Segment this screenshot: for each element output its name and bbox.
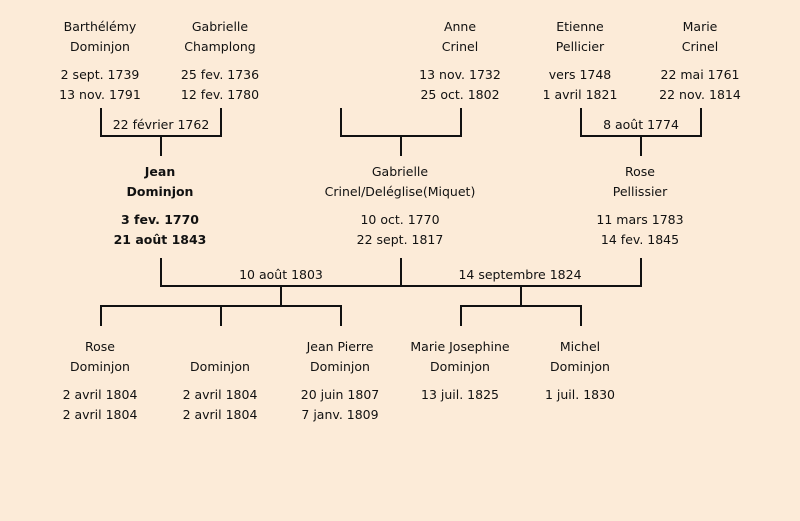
death-date: 2 avril 1804 <box>182 407 258 422</box>
first-name: Jean Pierre <box>306 339 374 354</box>
last-name: Dominjon <box>126 184 194 199</box>
life-dates: 1 juil. 1830 <box>500 385 660 425</box>
death-date: 7 janv. 1809 <box>301 407 379 422</box>
last-name: Crinel <box>681 39 719 54</box>
last-name: Champlong <box>184 39 256 54</box>
last-name: Dominjon <box>550 359 610 374</box>
last-name: Crinel <box>441 39 479 54</box>
death-date: 2 avril 1804 <box>62 407 138 422</box>
first-name: Barthélémy <box>63 19 137 34</box>
connector-crinel <box>340 108 462 156</box>
death-date: 21 août 1843 <box>113 232 207 247</box>
marriage-date: 14 septembre 1824 <box>458 267 582 282</box>
last-name: Dominjon <box>70 39 130 54</box>
last-name: Dominjon <box>70 359 130 374</box>
birth-date: 3 fev. 1770 <box>121 212 199 227</box>
marriage-date: 22 février 1762 <box>112 117 210 132</box>
life-dates: 11 mars 1783 14 fev. 1845 <box>560 210 720 250</box>
death-date: 14 fev. 1845 <box>600 232 680 247</box>
birth-date: 2 avril 1804 <box>182 387 258 402</box>
life-dates: 25 fev. 1736 12 fev. 1780 <box>140 65 300 105</box>
life-dates: vers 1748 1 avril 1821 <box>500 65 660 105</box>
marriage-date: 8 août 1774 <box>603 117 679 132</box>
life-dates: 3 fev. 1770 21 août 1843 <box>80 210 240 250</box>
last-name: Dominjon <box>430 359 490 374</box>
life-dates: 13 juil. 1825 <box>380 385 540 425</box>
connector-pellicier-crinel <box>580 108 702 156</box>
life-dates: 20 juin 1807 7 janv. 1809 <box>260 385 420 425</box>
person-card: Dominjon 2 avril 1804 2 avril 1804 <box>140 337 300 425</box>
death-date: 13 nov. 1791 <box>59 87 141 102</box>
first-name: Rose <box>625 164 655 179</box>
last-name: Pellissier <box>612 184 668 199</box>
first-name: Anne <box>443 19 477 34</box>
marriage-date: 10 août 1803 <box>239 267 323 282</box>
last-name: Dominjon <box>310 359 370 374</box>
death-date: 22 sept. 1817 <box>356 232 444 247</box>
last-name: Crinel/Deléglise(Miquet) <box>324 184 476 199</box>
first-name: Gabrielle <box>371 164 429 179</box>
connector-children-1824 <box>460 286 582 326</box>
connector-generation2 <box>160 258 642 287</box>
first-name: Etienne <box>556 19 604 34</box>
birth-date: 25 fev. 1736 <box>180 67 260 82</box>
connector-dominjon-champlong <box>100 108 222 156</box>
life-dates: 10 oct. 1770 22 sept. 1817 <box>320 210 480 250</box>
birth-date: 22 mai 1761 <box>660 67 740 82</box>
death-date: 1 avril 1821 <box>542 87 618 102</box>
birth-date: 10 oct. 1770 <box>360 212 440 227</box>
last-name: Dominjon <box>190 359 250 374</box>
birth-date: 2 sept. 1739 <box>60 67 140 82</box>
first-name: Gabrielle <box>191 19 249 34</box>
life-dates: 2 avril 1804 2 avril 1804 <box>20 385 180 425</box>
birth-date: 2 avril 1804 <box>62 387 138 402</box>
death-date <box>500 405 660 425</box>
life-dates: 22 mai 1761 22 nov. 1814 <box>620 65 780 105</box>
first-name: Marie <box>682 19 718 34</box>
first-name: Rose <box>85 339 115 354</box>
life-dates: 2 avril 1804 2 avril 1804 <box>140 385 300 425</box>
birth-date: vers 1748 <box>548 67 612 82</box>
first-name: Jean <box>144 164 176 179</box>
birth-date: 1 juil. 1830 <box>544 387 616 402</box>
death-date: 22 nov. 1814 <box>659 87 741 102</box>
first-name: Marie Josephine <box>410 339 510 354</box>
connector-children-1803 <box>100 286 342 326</box>
first-name: Michel <box>559 339 601 354</box>
life-dates: 13 nov. 1732 25 oct. 1802 <box>380 65 540 105</box>
birth-date: 20 juin 1807 <box>300 387 380 402</box>
birth-date: 13 nov. 1732 <box>419 67 501 82</box>
life-dates: 2 sept. 1739 13 nov. 1791 <box>20 65 180 105</box>
birth-date: 13 juil. 1825 <box>421 387 499 402</box>
death-date: 25 oct. 1802 <box>420 87 500 102</box>
death-date: 12 fev. 1780 <box>180 87 260 102</box>
last-name: Pellicier <box>555 39 605 54</box>
birth-date: 11 mars 1783 <box>596 212 684 227</box>
